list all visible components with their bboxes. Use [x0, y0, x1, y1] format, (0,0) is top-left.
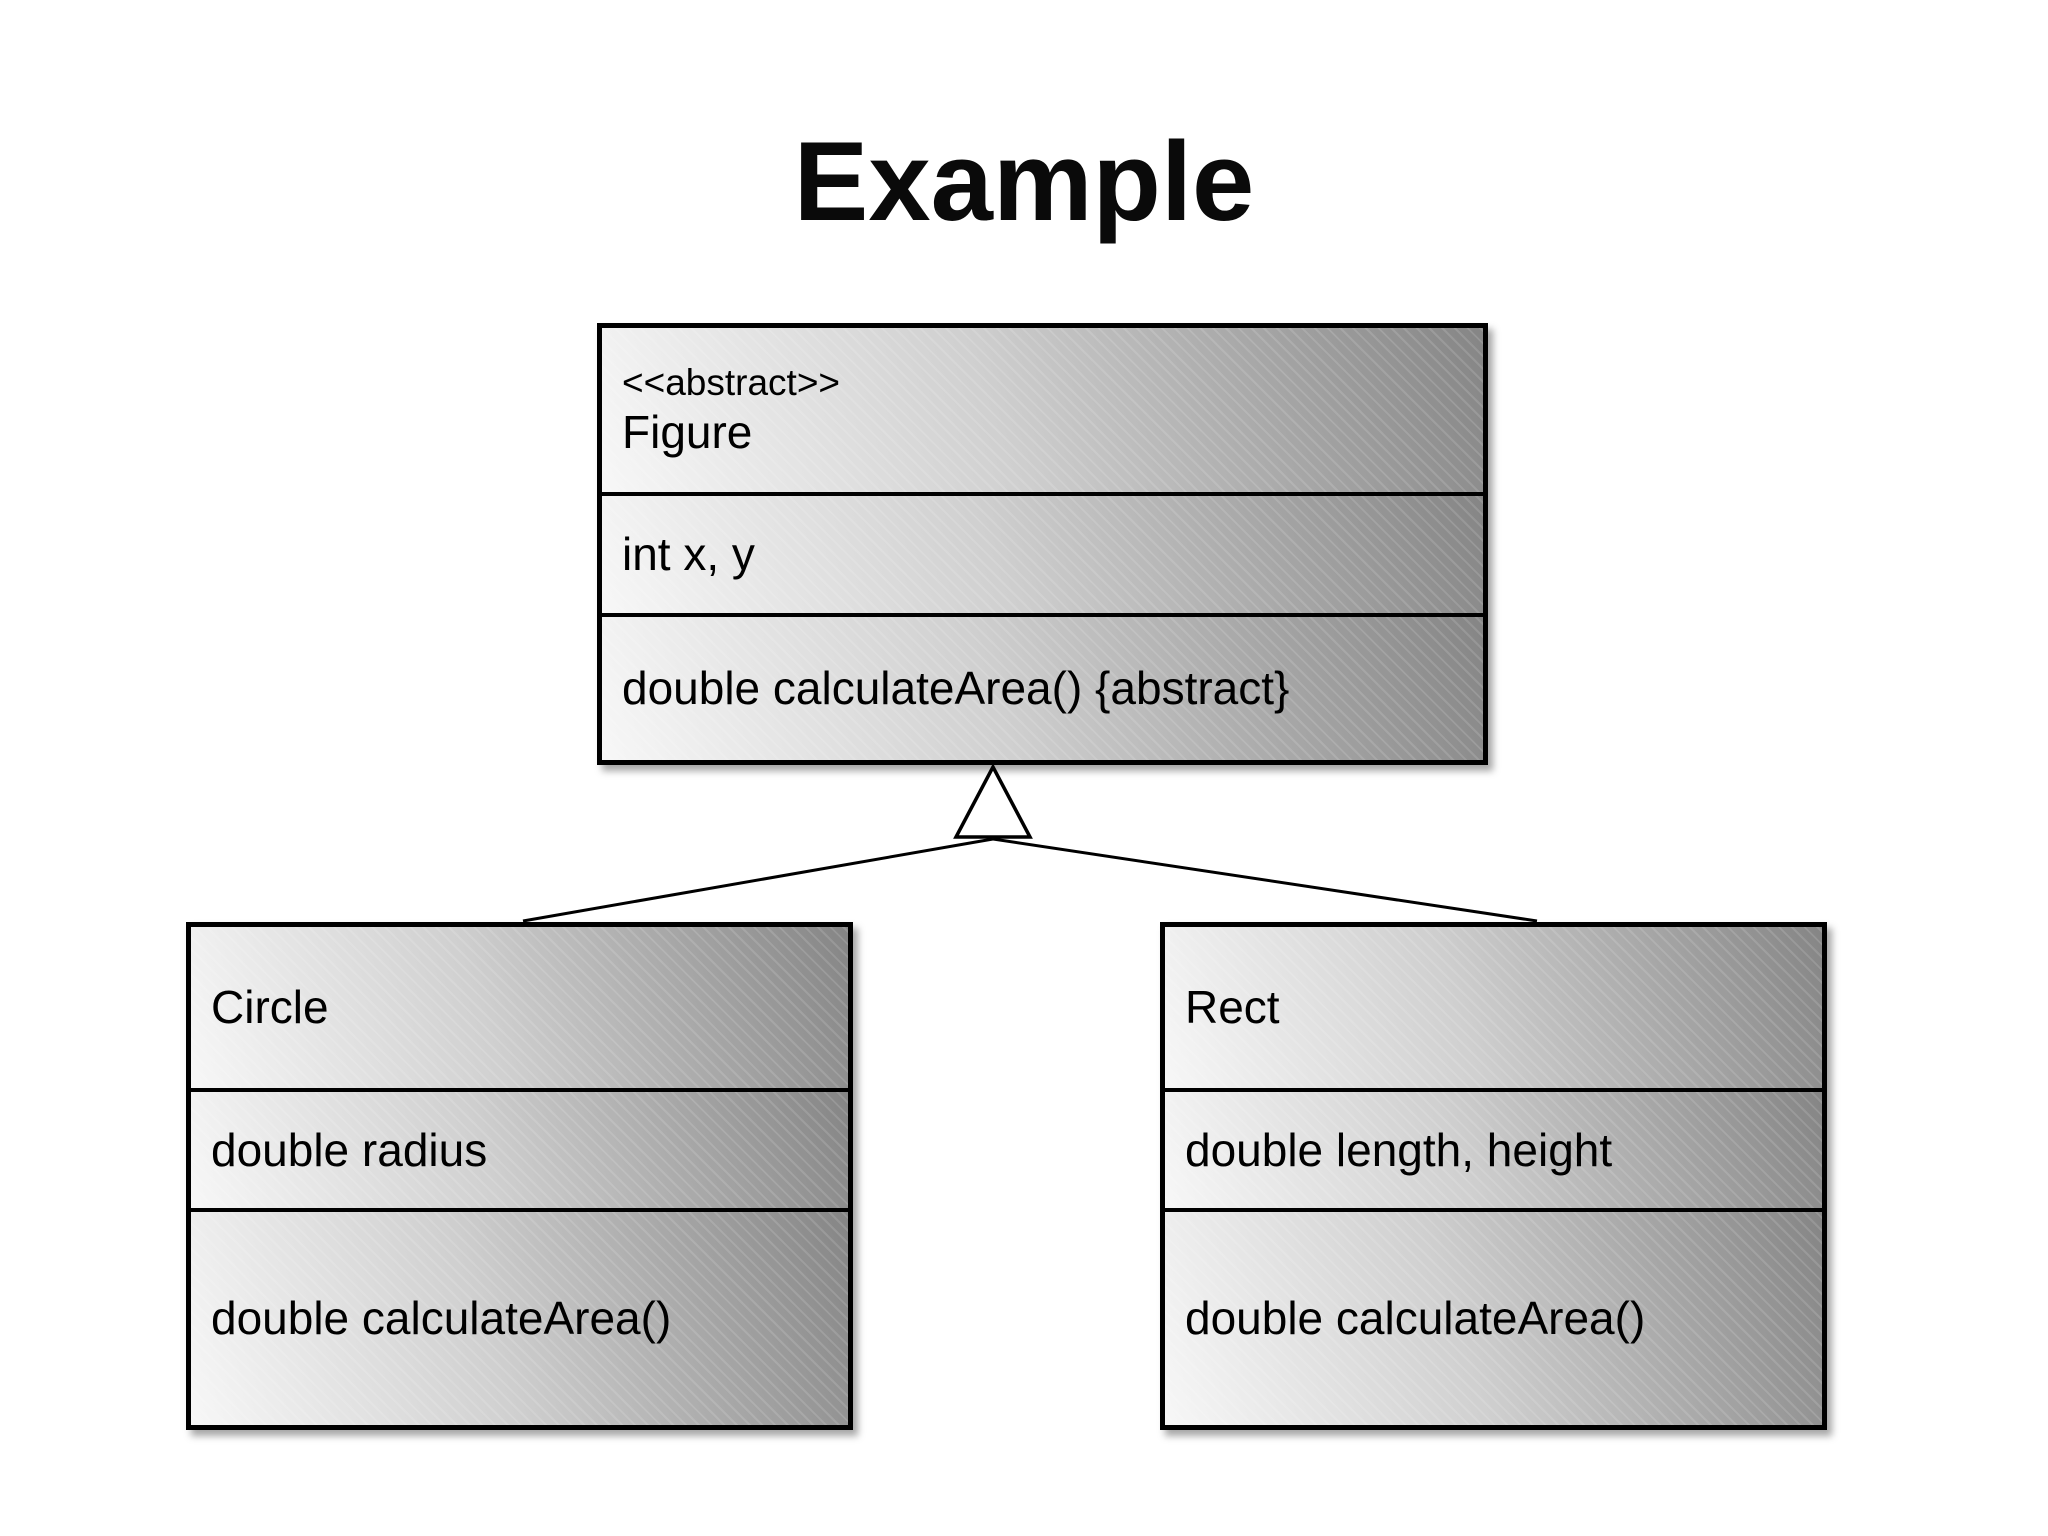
rect-attributes-compartment: double length, height [1165, 1088, 1822, 1208]
slide-title: Example [793, 119, 1255, 244]
class-box-circle: Circle double radius double calculateAre… [186, 922, 853, 1430]
circle-attribute: double radius [211, 1123, 488, 1176]
inheritance-line-rect [992, 837, 1538, 923]
rect-header-compartment: Rect [1165, 927, 1822, 1088]
inheritance-triangle-icon [953, 763, 1033, 839]
figure-methods-compartment: double calculateArea() {abstract} [602, 613, 1483, 760]
circle-method: double calculateArea() [211, 1292, 672, 1345]
circle-methods-compartment: double calculateArea() [191, 1208, 848, 1425]
figure-method: double calculateArea() {abstract} [622, 662, 1290, 715]
circle-class-name: Circle [211, 981, 329, 1034]
rect-attribute: double length, height [1185, 1123, 1613, 1176]
rect-class-name: Rect [1185, 981, 1280, 1034]
class-box-rect: Rect double length, height double calcul… [1160, 922, 1827, 1430]
figure-stereotype: <<abstract>> [622, 362, 841, 404]
figure-class-name: Figure [622, 405, 753, 458]
rect-method: double calculateArea() [1185, 1292, 1646, 1345]
figure-attribute: int x, y [622, 528, 755, 581]
rect-methods-compartment: double calculateArea() [1165, 1208, 1822, 1425]
class-box-figure: <<abstract>> Figure int x, y double calc… [597, 323, 1488, 765]
figure-header-compartment: <<abstract>> Figure [602, 328, 1483, 492]
circle-header-compartment: Circle [191, 927, 848, 1088]
circle-attributes-compartment: double radius [191, 1088, 848, 1208]
figure-attributes-compartment: int x, y [602, 492, 1483, 613]
inheritance-line-circle [522, 837, 994, 923]
